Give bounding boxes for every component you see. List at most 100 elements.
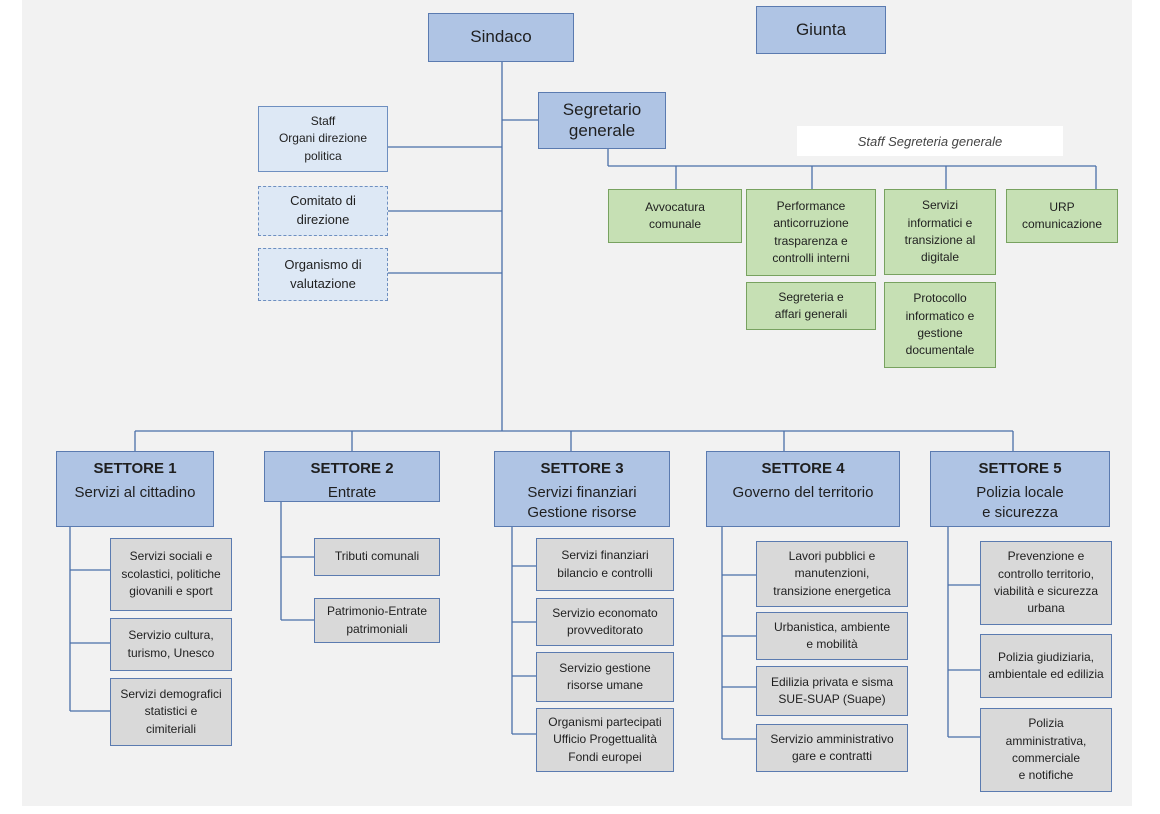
settore-4-item-1-line1: Lavori pubblici e: [788, 548, 876, 563]
servizi-informatici-line3: transizione al: [904, 233, 976, 247]
sindaco-label: Sindaco: [470, 27, 532, 47]
protocollo-box: Protocollo informatico e gestione docume…: [884, 282, 996, 368]
settore-2-item-1-line1: Tributi comunali: [334, 549, 420, 564]
settore-2-item-2-line1: Patrimonio-Entrate: [326, 604, 428, 619]
segretario-generale-box: Segretario generale: [538, 92, 666, 149]
settore-4-item-3-line2: SUE-SUAP (Suape): [778, 692, 886, 706]
settore-1-item-2: Servizio cultura, turismo, Unesco: [110, 618, 232, 671]
protocollo-line2: informatico e: [905, 308, 975, 323]
settore-4-box: SETTORE 4 Governo del territorio: [706, 451, 900, 527]
urp-line2: comunicazione: [1021, 217, 1103, 231]
staff-organi-line2: Organi direzione: [278, 131, 368, 146]
settore-1-item-3-line3: cimiteriali: [145, 721, 196, 736]
settore-3-item-4-line1: Organismi partecipati: [548, 714, 662, 729]
settore-3-item-1: Servizi finanziari bilancio e controlli: [536, 538, 674, 591]
settore-5-item-2-line2: ambientale ed edilizia: [988, 667, 1104, 681]
settore-2-item-2: Patrimonio-Entrate patrimoniali: [314, 598, 440, 643]
performance-line3: trasparenza e: [774, 233, 848, 248]
settore-3-item-4-line2: Ufficio Progettualità: [553, 732, 657, 747]
settore-1-item-2-line2: turismo, Unesco: [127, 645, 215, 660]
protocollo-line4: documentale: [905, 343, 975, 358]
settore-5-item-3-line1: Polizia: [1028, 716, 1064, 731]
organismo-valutazione-box: Organismo di valutazione: [258, 248, 388, 301]
giunta-box: Giunta: [756, 6, 886, 54]
segretario-label-line1: Segretario: [562, 100, 642, 120]
settore-3-subtitle-line2: Gestione risorse: [527, 504, 637, 521]
settore-5-item-3-line2: amministrativa,: [1005, 733, 1087, 748]
settore-1-item-2-line1: Servizio cultura,: [128, 628, 214, 643]
protocollo-line3: gestione: [917, 326, 963, 340]
giunta-label: Giunta: [795, 19, 847, 39]
urp-line1: URP: [1049, 199, 1075, 214]
settore-3-item-1-line2: bilancio e controlli: [557, 565, 653, 580]
performance-box: Performance anticorruzione trasparenza e…: [746, 189, 876, 276]
urp-box: URP comunicazione: [1006, 189, 1118, 243]
settore-3-item-2-line2: provveditorato: [566, 623, 644, 637]
settore-1-item-3-line1: Servizi demografici: [120, 686, 222, 701]
settore-1-item-3-line2: statistici e: [144, 704, 198, 719]
servizi-informatici-line1: Servizi: [921, 198, 958, 213]
settore-4-item-2-line2: e mobilità: [806, 637, 858, 651]
settore-4-item-3-line1: Edilizia privata e sisma: [770, 674, 894, 689]
settore-3-subtitle-line1: Servizi finanziari: [527, 483, 637, 501]
organismo-line1: Organismo di: [284, 256, 362, 272]
staff-organi-box: Staff Organi direzione politica: [258, 106, 388, 172]
settore-4-item-1-line3: transizione energetica: [773, 583, 891, 598]
settore-5-item-1-line4: urbana: [1027, 601, 1065, 616]
settore-5-title: SETTORE 5: [978, 460, 1062, 477]
settore-3-item-3-line1: Servizio gestione: [559, 660, 651, 675]
settore-4-item-1: Lavori pubblici e manutenzioni, transizi…: [756, 541, 908, 607]
settore-4-item-4-line2: gare e contratti: [791, 749, 873, 763]
settore-3-item-3-line2: risorse umane: [566, 678, 644, 692]
avvocatura-box: Avvocatura comunale: [608, 189, 742, 243]
settore-2-subtitle: Entrate: [327, 483, 377, 501]
staff-organi-line3: politica: [304, 148, 342, 163]
settore-5-item-1-line3: viabilità e sicurezza: [993, 584, 1099, 598]
settore-4-item-4-line1: Servizio amministrativo: [770, 731, 894, 746]
settore-3-title: SETTORE 3: [540, 460, 624, 477]
segreteria-affari-box: Segreteria e affari generali: [746, 282, 876, 330]
comitato-line1: Comitato di: [290, 193, 356, 209]
settore-5-item-3-line4: e notifiche: [1018, 768, 1074, 783]
settore-5-item-3: Polizia amministrativa, commerciale e no…: [980, 708, 1112, 792]
settore-4-item-1-line2: manutenzioni,: [794, 566, 870, 581]
servizi-informatici-line4: digitale: [920, 250, 960, 265]
settore-5-item-2-line1: Polizia giudiziaria,: [997, 649, 1095, 664]
settore-4-subtitle: Governo del territorio: [732, 483, 874, 501]
settore-5-item-1-line1: Prevenzione e: [1007, 549, 1085, 564]
settore-5-subtitle-line1: Polizia locale: [976, 483, 1064, 501]
settore-1-item-1-line2: scolastici, politiche: [121, 566, 221, 581]
avvocatura-line2: comunale: [648, 217, 702, 231]
settore-4-title: SETTORE 4: [761, 460, 845, 477]
avvocatura-line1: Avvocatura: [645, 199, 705, 214]
servizi-informatici-line2: informatici e: [907, 215, 973, 230]
org-chart: Sindaco Giunta Segretario generale Staff…: [22, 0, 1132, 806]
performance-line2: anticorruzione: [773, 216, 849, 231]
comitato-direzione-box: Comitato di direzione: [258, 186, 388, 236]
settore-1-box: SETTORE 1 Servizi al cittadino: [56, 451, 214, 527]
settore-3-item-4-line3: Fondi europei: [568, 749, 642, 764]
protocollo-line1: Protocollo: [913, 291, 967, 306]
settore-4-item-4: Servizio amministrativo gare e contratti: [756, 724, 908, 772]
settore-3-item-4: Organismi partecipati Ufficio Progettual…: [536, 708, 674, 772]
settore-1-item-1-line1: Servizi sociali e: [129, 549, 213, 564]
settore-5-box: SETTORE 5 Polizia locale e sicurezza: [930, 451, 1110, 527]
settore-3-item-3: Servizio gestione risorse umane: [536, 652, 674, 702]
staff-organi-line1: Staff: [310, 113, 336, 128]
settore-1-title: SETTORE 1: [93, 460, 177, 477]
settore-3-box: SETTORE 3 Servizi finanziari Gestione ri…: [494, 451, 670, 527]
settore-2-box: SETTORE 2 Entrate: [264, 451, 440, 502]
settore-1-item-1-line3: giovanili e sport: [129, 584, 213, 599]
performance-line1: Performance: [776, 198, 846, 213]
segreteria-line1: Segreteria e: [778, 289, 844, 304]
settore-1-item-3: Servizi demografici statistici e cimiter…: [110, 678, 232, 746]
settore-4-item-3: Edilizia privata e sisma SUE-SUAP (Suape…: [756, 666, 908, 716]
settore-2-item-1: Tributi comunali: [314, 538, 440, 576]
sindaco-box: Sindaco: [428, 13, 574, 62]
settore-5-item-1-line2: controllo territorio,: [997, 566, 1095, 581]
performance-line4: controlli interni: [772, 250, 850, 265]
servizi-informatici-box: Servizi informatici e transizione al dig…: [884, 189, 996, 275]
segretario-label-line2: generale: [568, 120, 636, 140]
settore-4-item-2-line1: Urbanistica, ambiente: [773, 619, 891, 634]
organismo-line2: valutazione: [290, 275, 356, 291]
